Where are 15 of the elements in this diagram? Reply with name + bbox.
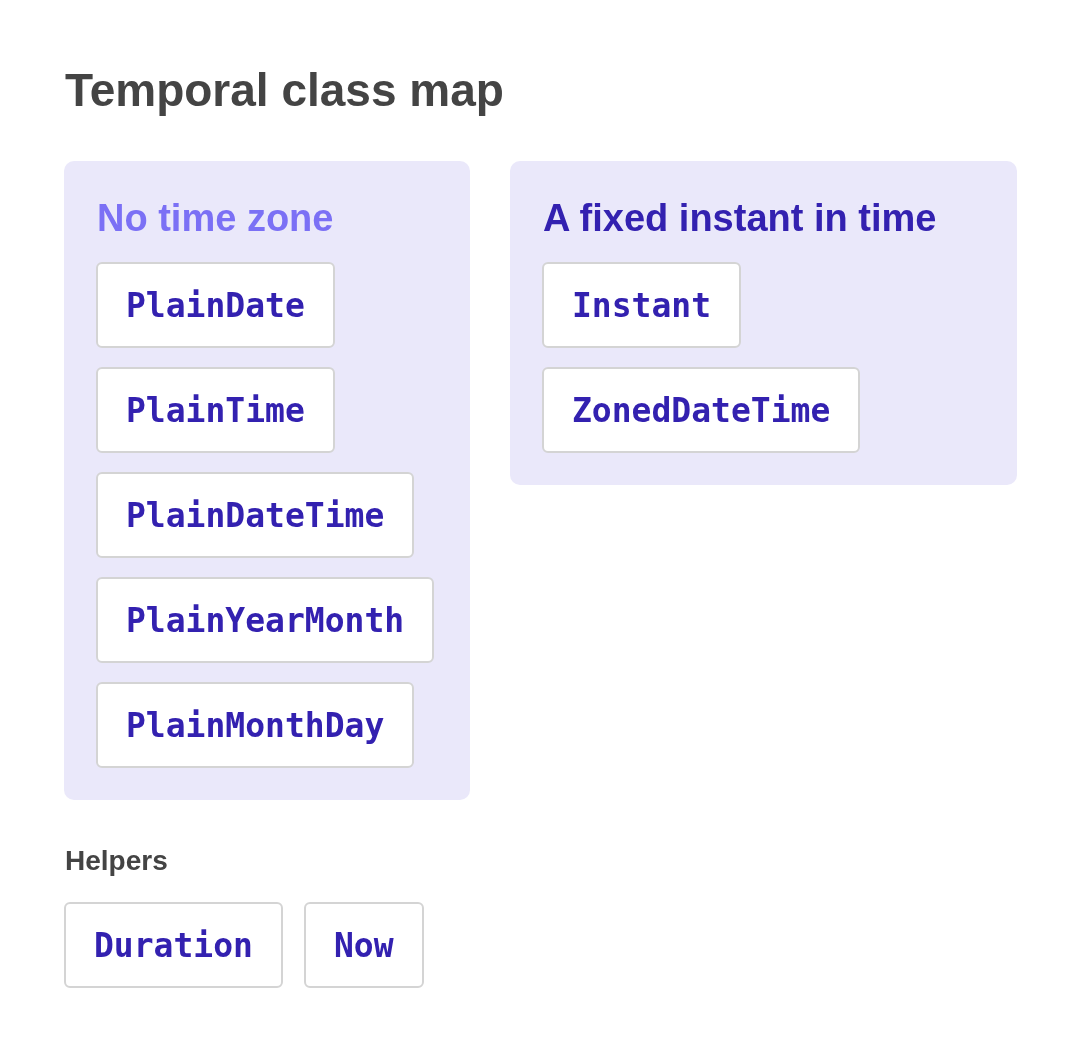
diagram-title: Temporal class map <box>65 63 504 118</box>
group-panel <box>510 161 1017 485</box>
class-box: PlainTime <box>96 367 335 453</box>
class-box: ZonedDateTime <box>542 367 861 453</box>
class-box: Duration <box>64 902 283 988</box>
group-heading: No time zone <box>97 196 334 241</box>
group-heading: A fixed instant in time <box>543 196 937 241</box>
section-label: Helpers <box>65 844 168 878</box>
class-box: PlainYearMonth <box>96 577 435 663</box>
class-box: PlainDate <box>96 262 335 348</box>
class-box: Now <box>304 902 424 988</box>
class-box: PlainDateTime <box>96 472 415 558</box>
group-panel <box>64 161 470 800</box>
class-box: Instant <box>542 262 742 348</box>
class-box: PlainMonthDay <box>96 682 415 768</box>
